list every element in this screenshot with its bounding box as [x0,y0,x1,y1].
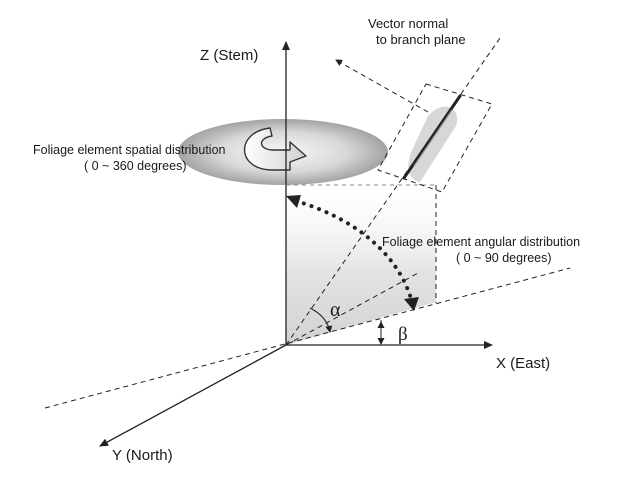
alpha-label: α [330,299,341,321]
foliage-element [408,106,458,182]
angular-distribution-arc [294,199,414,304]
branch-projection-line [44,267,571,409]
y-axis-line [99,344,287,447]
x-axis-label: X (East) [496,355,550,372]
y-axis-label: Y (North) [112,447,173,464]
shaded-plane [286,185,436,345]
z-axis-label: Z (Stem) [200,47,258,64]
y-axis-dashed [285,271,421,346]
vector-normal-label-1: Vector normal [368,16,448,31]
spatial-distribution-label-2: ( 0 ~ 360 degrees) [84,159,187,173]
branch-element-highlight [413,109,453,167]
angular-distribution-label-1: Foliage element angular distribution [382,235,580,249]
arc-arrowhead-top [286,195,301,208]
alpha-angle-arc [309,307,333,333]
rotation-arrow-icon [244,127,307,171]
branch-element [402,94,462,180]
angular-distribution-label-2: ( 0 ~ 90 degrees) [456,251,552,265]
branch-plane-box [377,83,493,193]
normal-vector-arrow [335,59,429,113]
spatial-distribution-label-1: Foliage element spatial distribution [33,143,226,157]
arc-arrowhead-bottom [404,297,419,311]
beta-label: β [398,324,408,345]
vector-normal-label-2: to branch plane [376,32,466,47]
